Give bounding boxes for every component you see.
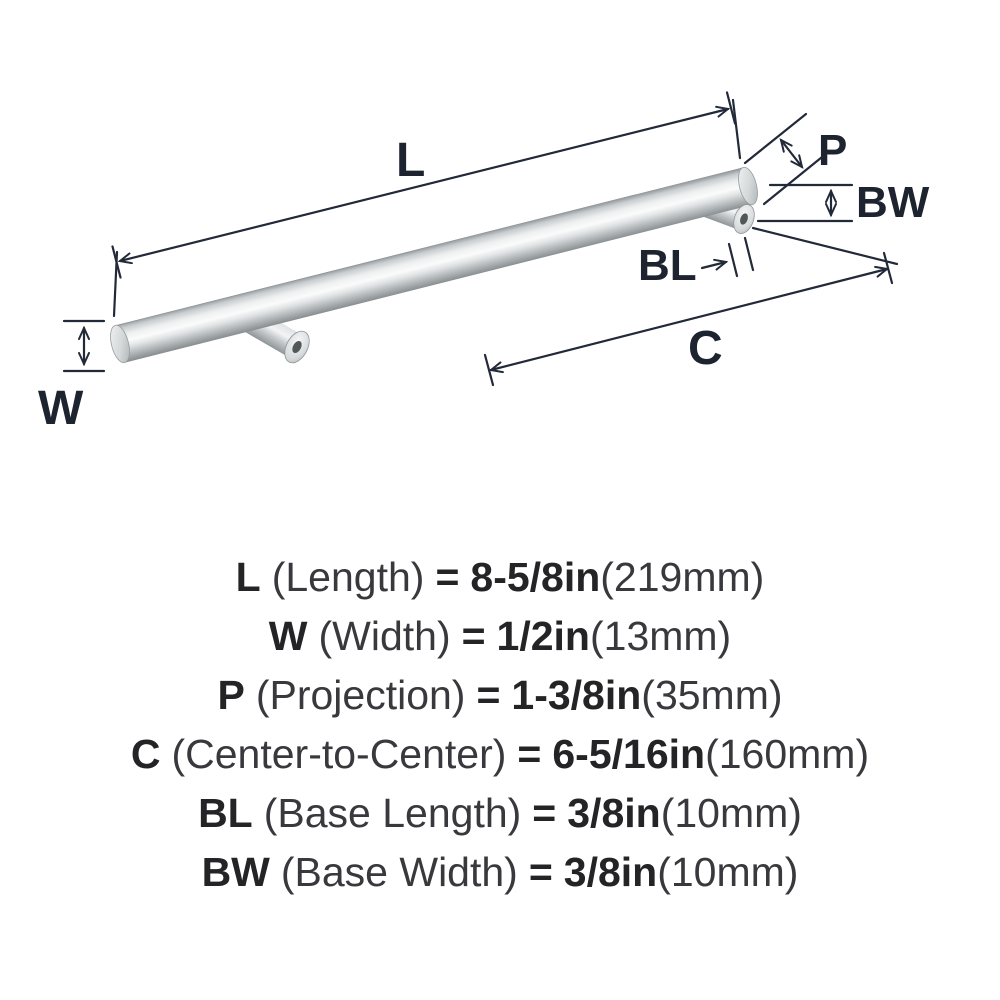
- dimension-p: [743, 112, 829, 206]
- c-tick-left: [483, 353, 495, 387]
- spec-metric: (10mm): [660, 790, 802, 836]
- c-extension-right: [751, 226, 899, 266]
- bl-arrow: [700, 258, 729, 271]
- label-bl: BL: [638, 241, 697, 290]
- bar-end-cap-right: [738, 166, 758, 206]
- pull-handle-diagram: L P BW BL C W: [38, 91, 930, 435]
- l-extension-right: [731, 98, 742, 160]
- dimension-c: [483, 226, 899, 387]
- c-tick-right: [882, 251, 894, 285]
- spec-row-base-width: BW(Base Width)=3/8in(10mm): [0, 843, 1000, 902]
- spec-abbr: C: [130, 731, 161, 777]
- spec-row-base-length: BL(Base Length)=3/8in(10mm): [0, 784, 1000, 843]
- l-dimension-line: [117, 105, 731, 265]
- spec-row-length: L(Length)=8-5/8in(219mm): [0, 548, 1000, 607]
- spec-equals: =: [461, 613, 486, 659]
- dimension-labels: L P BW BL C W: [38, 126, 930, 435]
- spec-name: (Projection): [255, 672, 466, 718]
- spec-imperial: 1-3/8in: [511, 672, 642, 718]
- dimension-annotations: [62, 91, 899, 387]
- spec-imperial: 6-5/16in: [552, 731, 706, 777]
- p-extension-upper: [743, 112, 808, 165]
- spec-metric: (35mm): [641, 672, 783, 718]
- spec-imperial: 8-5/8in: [470, 554, 601, 600]
- spec-abbr: BL: [198, 790, 253, 836]
- spec-equals: =: [532, 790, 557, 836]
- spec-name: (Base Length): [263, 790, 522, 836]
- spec-abbr: BW: [201, 849, 270, 895]
- dimension-l: [111, 91, 742, 318]
- spec-row-projection: P(Projection)=1-3/8in(35mm): [0, 666, 1000, 725]
- spec-name: (Width): [318, 613, 451, 659]
- dimension-bl: [700, 236, 755, 278]
- label-l: L: [396, 134, 425, 187]
- spec-row-center-to-center: C(Center-to-Center)=6-5/16in(160mm): [0, 725, 1000, 784]
- spec-imperial: 3/8in: [567, 790, 661, 836]
- p-dimension-line: [779, 138, 804, 169]
- spec-equals: =: [435, 554, 460, 600]
- label-bw: BW: [856, 178, 930, 227]
- spec-metric: (219mm): [600, 554, 765, 600]
- screw-hole-left: [292, 340, 302, 354]
- spec-name: (Length): [271, 554, 425, 600]
- bl-tick-left: [727, 242, 739, 278]
- spec-abbr: W: [268, 613, 308, 659]
- bl-tick-right: [743, 236, 755, 272]
- c-dimension-line: [488, 265, 890, 374]
- label-p: P: [818, 126, 847, 175]
- label-c: C: [688, 322, 723, 375]
- spec-metric: (13mm): [589, 613, 732, 659]
- spec-abbr: L: [235, 554, 261, 600]
- l-tick-left: [111, 245, 122, 279]
- spec-imperial: 3/8in: [563, 849, 658, 895]
- screw-hole-right: [740, 213, 748, 225]
- dimension-bw: [756, 183, 854, 223]
- spec-row-width: W(Width)=1/2in(13mm): [0, 607, 1000, 666]
- spec-abbr: P: [217, 672, 245, 718]
- spec-equals: =: [517, 731, 542, 777]
- spec-equals: =: [476, 672, 501, 718]
- spec-list: L(Length)=8-5/8in(219mm) W(Width)=1/2in(…: [0, 548, 1000, 902]
- spec-name: (Base Width): [280, 849, 518, 895]
- spec-imperial: 1/2in: [496, 613, 590, 659]
- dimension-w: [62, 319, 106, 373]
- l-tick-right: [725, 91, 737, 125]
- spec-metric: (160mm): [705, 731, 870, 777]
- spec-equals: =: [528, 849, 553, 895]
- label-w: W: [38, 382, 84, 435]
- bar-end-cap-left: [110, 324, 130, 364]
- spec-metric: (10mm): [657, 849, 799, 895]
- spec-name: (Center-to-Center): [171, 731, 507, 777]
- p-extension-lower: [762, 151, 829, 206]
